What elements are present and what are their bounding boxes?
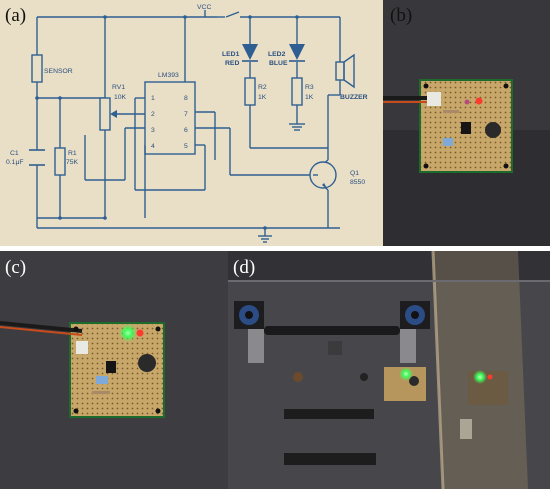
pin-6: 6 bbox=[184, 127, 188, 134]
pin-5: 5 bbox=[184, 143, 188, 150]
sensor-label: SENSOR bbox=[44, 68, 73, 75]
ic-chip bbox=[106, 361, 116, 373]
panel-d-label: (d) bbox=[233, 257, 256, 278]
mounting-bar bbox=[264, 326, 400, 335]
buzzer bbox=[138, 354, 156, 372]
led1-label: LED1 bbox=[222, 51, 240, 58]
panel-c-label: (c) bbox=[5, 257, 27, 278]
pin-4: 4 bbox=[151, 143, 155, 150]
pin-7: 7 bbox=[184, 111, 188, 118]
r2-value: 1K bbox=[258, 94, 267, 101]
pin-3: 3 bbox=[151, 127, 155, 134]
vent-slot-upper bbox=[284, 409, 374, 419]
board-photo-c bbox=[0, 251, 228, 489]
r3-value: 1K bbox=[305, 94, 314, 101]
vcc-label: VCC bbox=[197, 4, 211, 11]
buzzer-label: BUZZER bbox=[340, 94, 368, 101]
q1-value: 8550 bbox=[350, 179, 365, 186]
vent-slot-lower bbox=[284, 453, 376, 465]
rv1-label: RV1 bbox=[112, 84, 125, 91]
ic-chip bbox=[461, 122, 471, 134]
pin-2: 2 bbox=[151, 111, 155, 118]
circuit-schematic: VCC SENSOR RV1 10K LM393 1 2 3 4 8 7 6 5… bbox=[6, 4, 368, 243]
green-led bbox=[119, 324, 137, 342]
pin-1: 1 bbox=[151, 95, 155, 102]
chamber-photo bbox=[228, 251, 550, 489]
r1-label: R1 bbox=[68, 150, 77, 157]
panel-b-label: (b) bbox=[390, 5, 413, 26]
panel-a-label: (a) bbox=[5, 5, 27, 26]
r3-resistor bbox=[291, 77, 303, 106]
chip-label: LM393 bbox=[158, 72, 179, 79]
led2-diode bbox=[289, 44, 305, 60]
sensor-resistor bbox=[31, 54, 43, 83]
buzzer-body bbox=[335, 61, 345, 81]
board-photo-b bbox=[383, 0, 550, 246]
chamber-photo-panel-d: (d) bbox=[228, 251, 550, 489]
r1-resistor bbox=[54, 147, 66, 176]
buzzer bbox=[485, 122, 501, 138]
c1-value: 0.1μF bbox=[6, 159, 24, 166]
board-photo-panel-c: (c) bbox=[0, 251, 228, 489]
green-led bbox=[399, 367, 413, 381]
c1-label: C1 bbox=[10, 150, 19, 157]
rv1-potentiometer bbox=[99, 97, 111, 131]
led1-diode bbox=[242, 44, 258, 60]
c1-capacitor bbox=[29, 149, 45, 166]
board-photo-panel-b: (b) bbox=[383, 0, 550, 246]
red-led bbox=[475, 97, 483, 105]
q1-transistor bbox=[309, 161, 337, 189]
led1-color: RED bbox=[225, 60, 239, 67]
led2-label: LED2 bbox=[268, 51, 286, 58]
r2-resistor bbox=[244, 77, 256, 106]
r1-value: 75K bbox=[66, 159, 79, 166]
buzzer-icon bbox=[343, 53, 355, 89]
red-led bbox=[136, 329, 144, 337]
r3-label: R3 bbox=[305, 84, 314, 91]
led2-color: BLUE bbox=[269, 60, 288, 67]
q1-label: Q1 bbox=[350, 170, 359, 177]
r2-label: R2 bbox=[258, 84, 267, 91]
rv1-value: 10K bbox=[114, 94, 127, 101]
pin-8: 8 bbox=[184, 95, 188, 102]
circuit-schematic-panel: VCC SENSOR RV1 10K LM393 1 2 3 4 8 7 6 5… bbox=[0, 0, 383, 246]
